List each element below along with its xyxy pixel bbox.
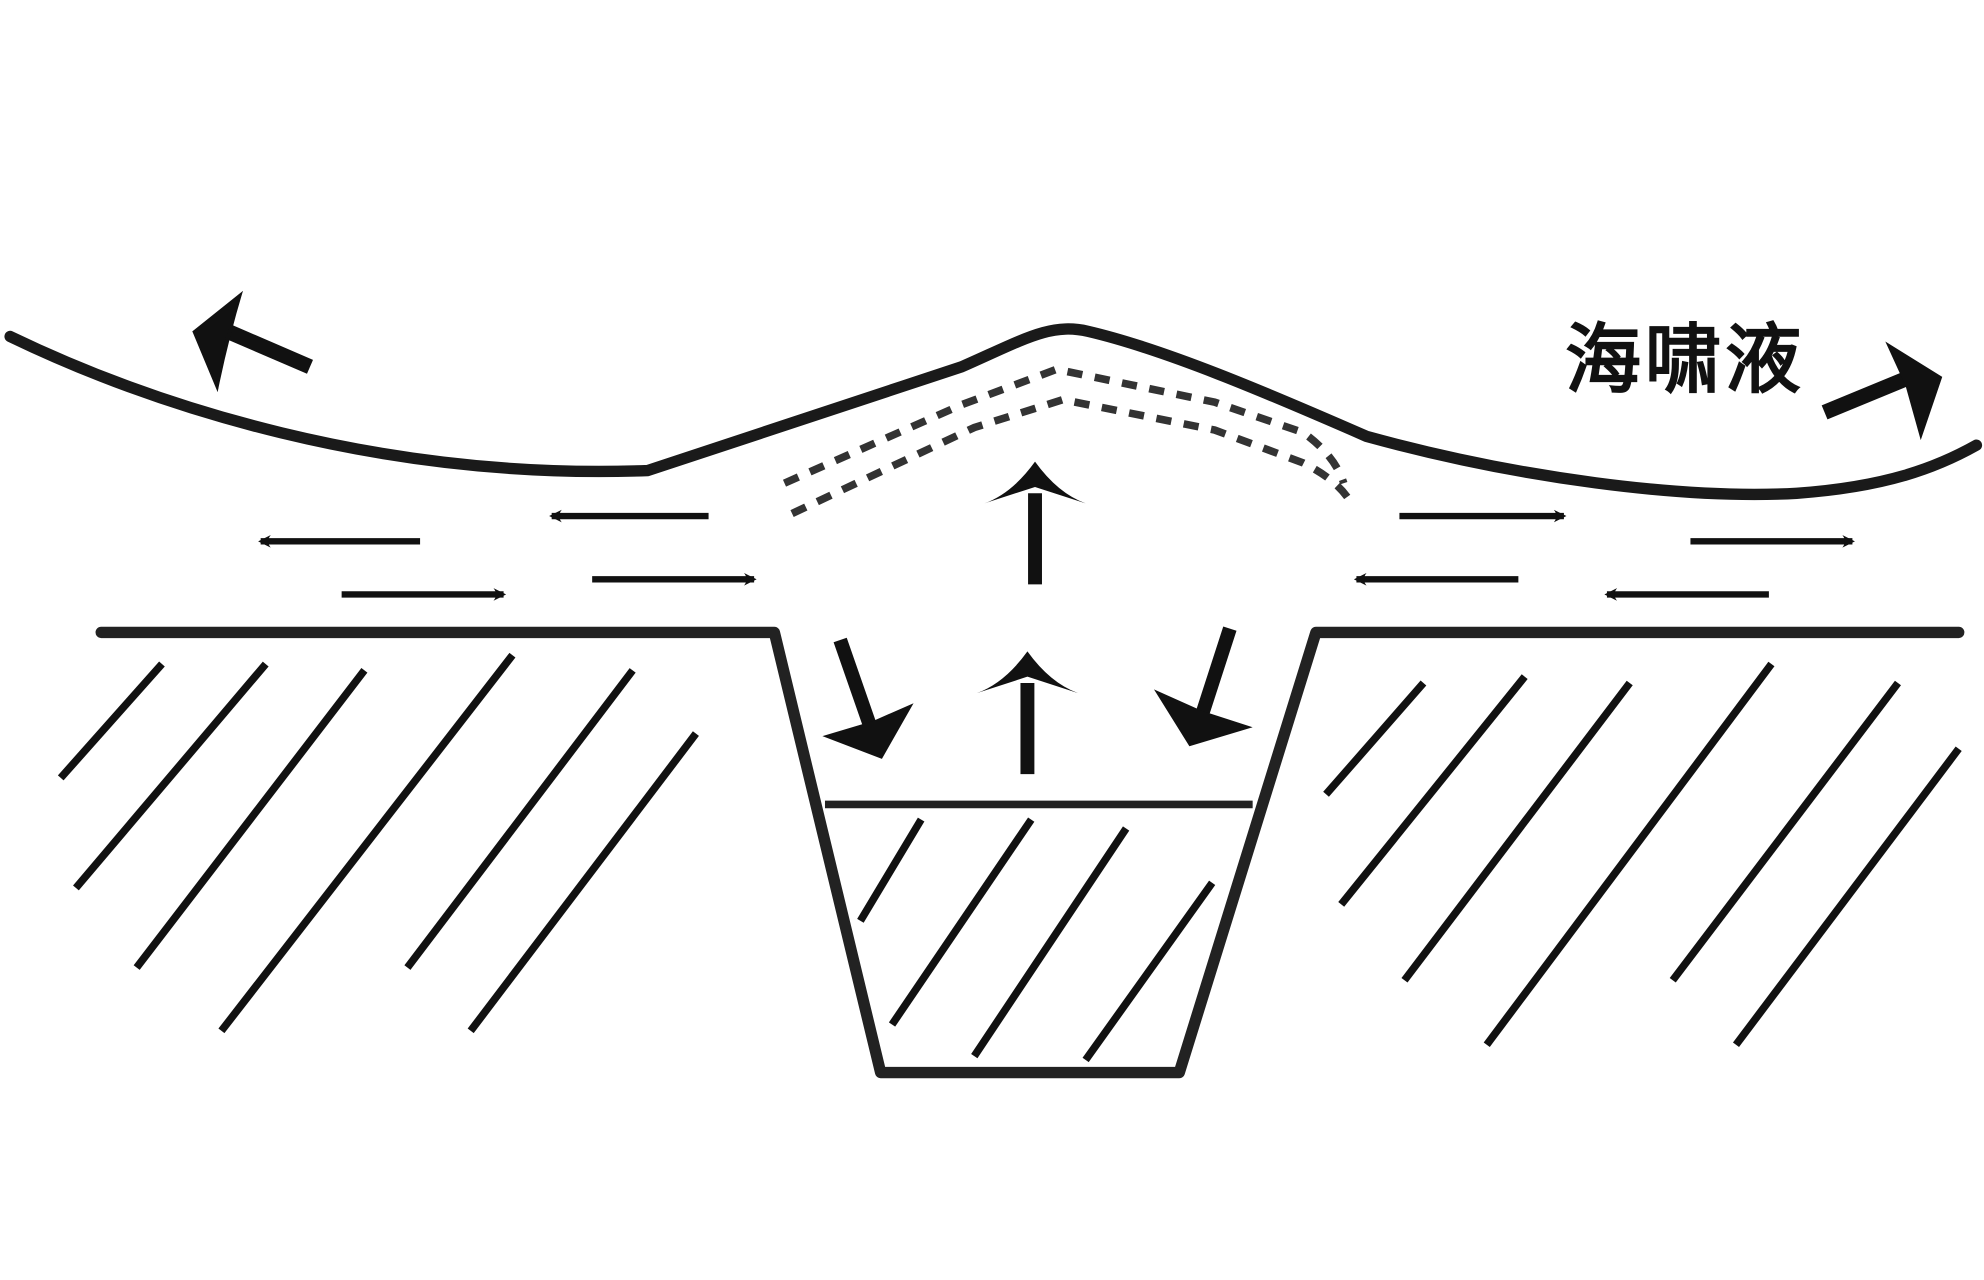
tsunami-label: 海啸液 <box>1565 315 1805 404</box>
outward-arrow-left <box>192 290 314 393</box>
inward-arrow-right <box>1153 626 1253 747</box>
inward-arrow-left <box>822 637 914 759</box>
hatching-trench <box>857 817 1216 1063</box>
dashed-wave-line-upper <box>782 365 1348 487</box>
dashed-wave-line-lower <box>790 395 1355 517</box>
upward-arrow-water <box>984 461 1086 585</box>
hatching-right <box>1323 661 1962 1048</box>
flow-arrows <box>258 509 1855 601</box>
upward-arrow-trench <box>976 651 1079 775</box>
sea-surface-wave <box>4 323 1983 501</box>
outward-arrow-right <box>1821 341 1943 441</box>
hatching-left <box>57 652 699 1034</box>
seafloor-trench-outline <box>95 626 1965 1079</box>
